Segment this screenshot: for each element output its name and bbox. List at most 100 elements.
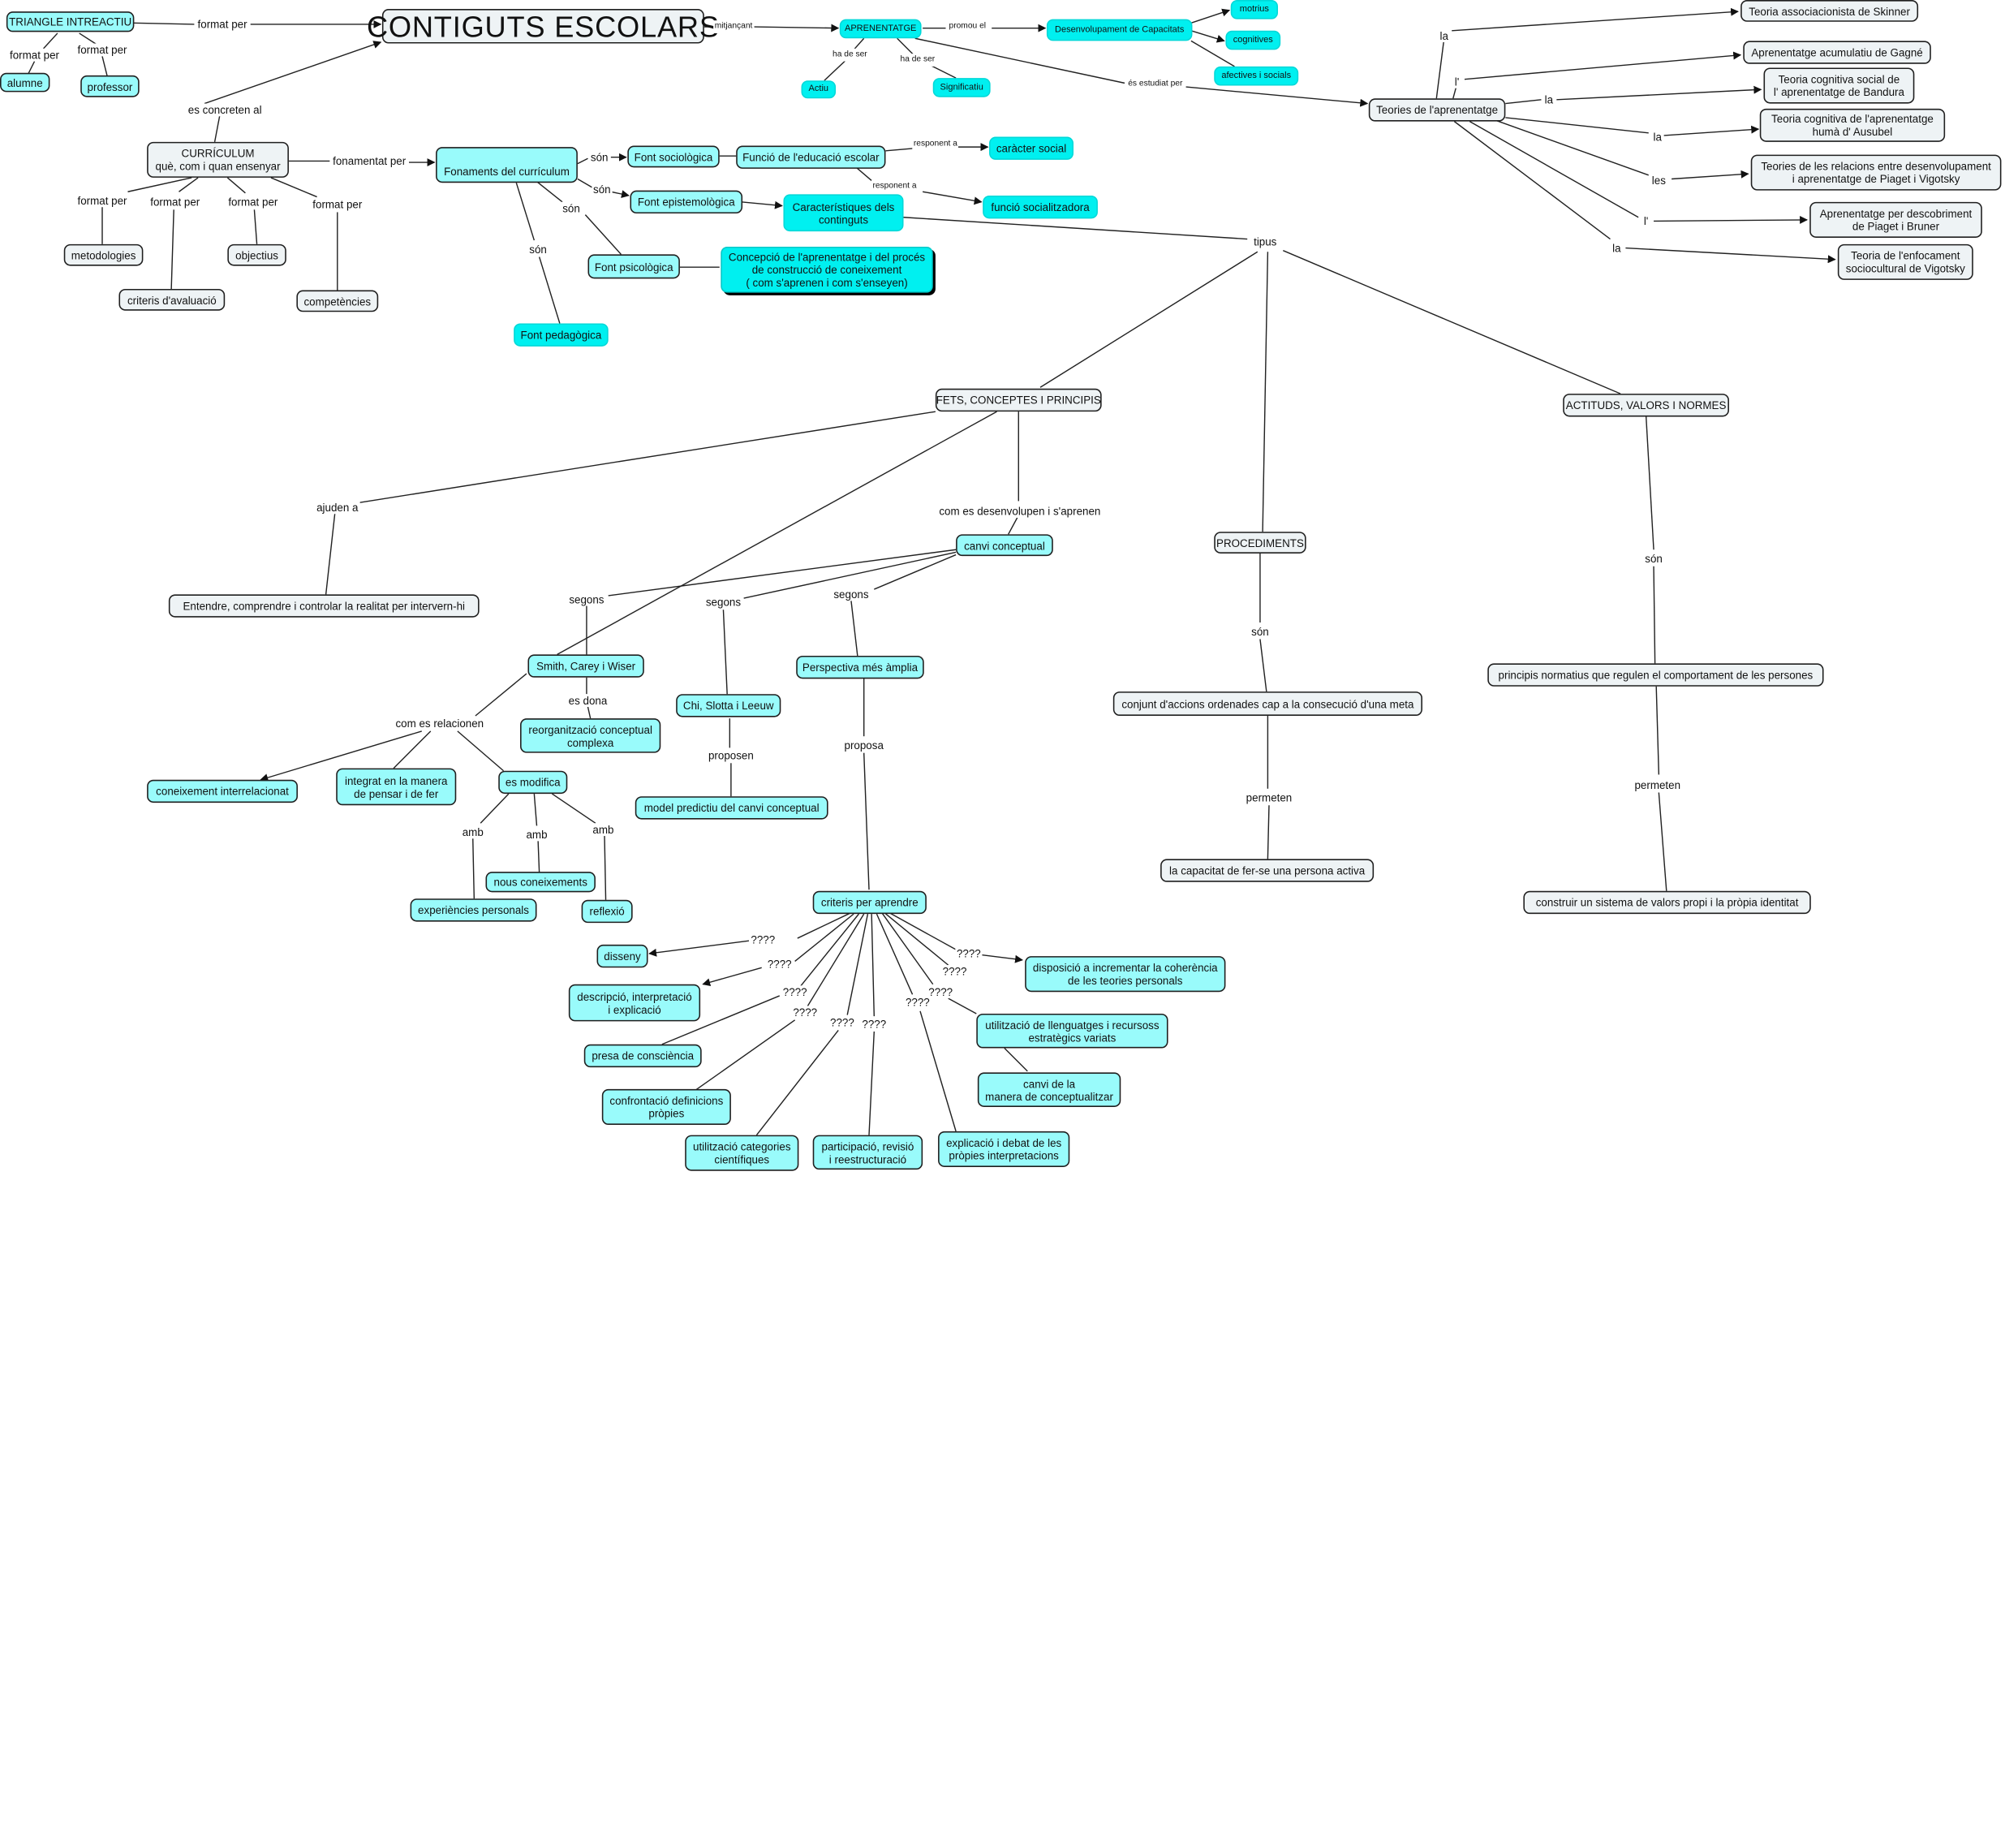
link-label: la [1438,29,1450,42]
link-label: amb [591,823,616,837]
link-label: format per [75,43,129,57]
node-disseny[interactable]: disseny [596,944,648,968]
node-presa-consciencia[interactable]: presa de consciència [583,1044,702,1068]
link-label: segons [832,588,871,601]
node-funcio-educacio[interactable]: Funció de l'educació escolar [736,145,886,169]
node-es-modifica[interactable]: es modifica [498,770,568,795]
link-label: ???? [781,985,809,999]
node-actituds-valors-normes[interactable]: ACTITUDS, VALORS I NORMES [1563,394,1729,417]
node-alumne[interactable]: alumne [0,72,50,93]
node-reorganitzacio-conceptual[interactable]: reorganització conceptual complexa [520,718,661,753]
node-font-pedagogica[interactable]: Font pedagògica [514,323,609,347]
link-label: amb [461,825,485,839]
link-label: segons [567,592,606,606]
node-teoria-piaget-vigotsky[interactable]: Teories de les relacions entre desenvolu… [1750,154,2002,191]
node-reflexio[interactable]: reflexió [581,899,633,924]
node-canvi-manera-conceptualitzar[interactable]: canvi de la manera de conceptualitzar [977,1072,1121,1107]
node-smith-carey-wiser[interactable]: Smith, Carey i Wiser [527,654,644,678]
node-triangle-interactiu[interactable]: TRIANGLE INTREACTIU [6,11,135,32]
node-explicacio-debat[interactable]: explicació i debat de les pròpies interp… [938,1131,1070,1167]
link-label: ???? [955,947,983,960]
node-caracter-social[interactable]: caràcter social [989,136,1073,160]
link-label: són [561,201,582,215]
node-font-epistemologica[interactable]: Font epistemològica [630,190,743,214]
link-label: format per [148,195,201,209]
link-label: format per [196,18,249,31]
node-motrius[interactable]: motrius [1230,0,1278,19]
link-label: són [1643,552,1664,566]
link-label: ha de ser [831,48,869,62]
node-actiu[interactable]: Actiu [801,80,837,99]
node-chi-slotta-leeuw[interactable]: Chi, Slotta i Leeuw [676,694,781,717]
link-label: mitjançant [713,20,754,33]
link-label: format per [75,194,129,208]
node-teoria-ausubel[interactable]: Teoria cognitiva de l'aprenentatge humà … [1759,108,1946,142]
node-teoria-bruner[interactable]: Aprenentatge per descobriment de Piaget … [1809,201,1982,238]
link-label: ???? [927,985,954,999]
node-cognitives[interactable]: cognitives [1225,30,1281,50]
node-significatiu[interactable]: Significatiu [932,78,991,97]
node-fets-conceptes-principis[interactable]: FETS, CONCEPTES I PRINCIPIS [935,388,1102,412]
node-objectius[interactable]: objectius [227,243,286,266]
node-teoria-gagne[interactable]: Aprenentatge acumulatiu de Gagné [1743,41,1931,64]
link-label: proposen [707,748,755,762]
node-conjunt-accions[interactable]: conjunt d'accions ordenades cap a la con… [1112,691,1422,716]
link-label: ???? [749,933,777,946]
node-integrat-manera-pensar[interactable]: integrat en la manera de pensar i de fer [336,768,457,806]
node-desenvolupament-capacitats[interactable]: Desenvolupament de Capacitats [1046,19,1193,41]
node-coneixement-interrelacionat[interactable]: coneixement interrelacionat [147,779,298,803]
node-teoria-bandura[interactable]: Teoria cognitiva social de l' aprenentat… [1763,67,1915,104]
link-label: ???? [766,957,794,971]
node-confrontacio-definicions[interactable]: confrontació definicions pròpies [601,1088,731,1125]
link-label: amb [524,828,549,842]
node-procediments[interactable]: PROCEDIMENTS [1214,532,1306,554]
link-label: ???? [828,1016,856,1029]
node-capacitat-persona-activa[interactable]: la capacitat de fer-se una persona activ… [1160,859,1375,882]
link-label: són [592,183,613,196]
node-canvi-conceptual[interactable]: canvi conceptual [956,534,1053,557]
node-afectives-socials[interactable]: afectives i socials [1214,66,1299,86]
node-fonaments-curriculum[interactable]: Fonaments del currículum [436,147,578,183]
node-principis-normatius[interactable]: principis normatius que regulen el compo… [1487,663,1824,687]
node-aprenentatge[interactable]: APRENENTATGE [839,19,922,39]
node-teoria-skinner[interactable]: Teoria associacionista de Skinner [1740,0,1919,22]
node-nous-coneixements[interactable]: nous coneixements [485,872,596,893]
node-curriculum[interactable]: CURRÍCULUM què, com i quan ensenyar [147,141,289,178]
link-label: fonamentat per [331,154,407,168]
node-main-title[interactable]: CONTIGUTS ESCOLARS [366,9,720,44]
link-label: són [527,243,549,256]
node-construir-sistema-valors[interactable]: construir un sistema de valors propi i l… [1523,890,1811,915]
node-teoria-vigotsky[interactable]: Teoria de l'enfocament sociocultural de … [1837,243,1973,280]
link-label: responent a [871,180,919,193]
link-label: ???? [860,1017,888,1031]
node-utilitzacio-llenguatges[interactable]: utilització de llenguatges i recursoss e… [976,1013,1168,1049]
node-entendre-comprendre[interactable]: Entendre, comprendre i controlar la real… [168,594,480,618]
node-criteris-avaluacio[interactable]: criteris d'avaluació [118,288,226,311]
node-professor[interactable]: professor [80,75,140,97]
node-concepcio-aprenentatge[interactable]: Concepció de l'aprenentatge i del procés… [721,246,933,293]
node-utilitzacio-categories[interactable]: utilització categories científiques [685,1135,799,1171]
link-label: la [1611,241,1623,255]
link-label: proposa [842,739,885,752]
link-label: com es relacionen [394,717,485,730]
node-competencies[interactable]: competències [296,290,379,312]
node-disposicio-coherencia[interactable]: disposició a incrementar la coherència d… [1025,956,1226,993]
node-descripcio-interpretacio[interactable]: descripció, interpretació i explicació [568,984,701,1022]
node-model-predictiu[interactable]: model predictiu del canvi conceptual [635,796,828,820]
node-caracteristiques-continguts[interactable]: Característiques dels continguts [783,194,904,232]
node-funcio-socialitzadora[interactable]: funció socialitzadora [983,195,1098,219]
node-criteris-per-aprendre[interactable]: criteris per aprendre [812,890,927,915]
node-metodologies[interactable]: metodologies [63,243,144,266]
link-label: ha de ser [898,54,936,67]
node-perspectiva-mes-amplia[interactable]: Perspectiva més àmplia [796,655,924,679]
link-label: ???? [941,965,969,978]
node-participacio-revisio[interactable]: participació, revisió i reestructuració [812,1135,923,1170]
node-experiencies-personals[interactable]: experiències personals [410,898,537,922]
node-font-sociologica[interactable]: Font sociològica [627,145,720,168]
node-teories-aprenentatge[interactable]: Teories de l'aprenentatge [1368,98,1506,122]
link-label: permeten [1245,790,1293,804]
link-label: promou el [947,20,987,33]
node-font-psicologica[interactable]: Font psicològica [587,254,680,279]
link-label: ajuden a [315,501,360,515]
